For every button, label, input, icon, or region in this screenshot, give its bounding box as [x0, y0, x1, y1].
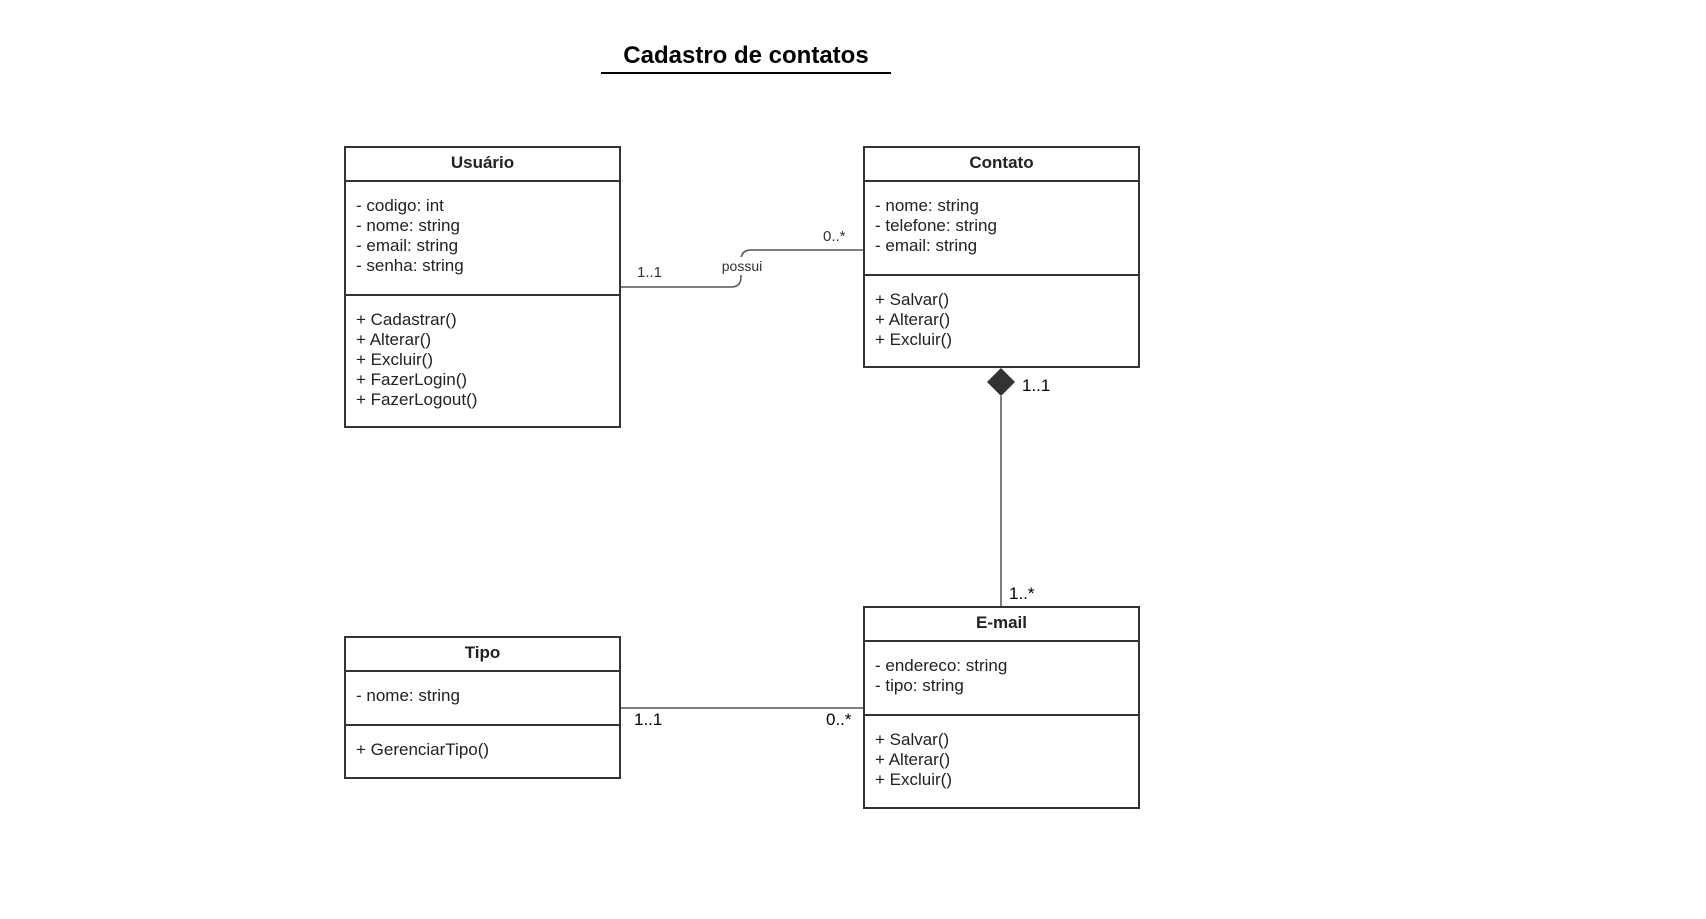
attribute: - nome: string [356, 686, 460, 705]
multiplicity-usuario-contato-source: 1..1 [637, 264, 663, 281]
attribute: - nome: string [356, 216, 460, 235]
composition-diamond [987, 368, 1015, 396]
method: + Alterar() [356, 330, 432, 349]
method: + Alterar() [875, 310, 951, 329]
class-tipo-methods: + GerenciarTipo() [346, 726, 619, 760]
class-contato-name: Contato [865, 148, 1138, 182]
association-label-possui: possui [722, 258, 762, 274]
class-contato-methods: + Salvar() + Alterar() + Excluir() [865, 276, 1138, 350]
class-usuario[interactable]: Usuário - codigo: int - nome: string - e… [344, 146, 621, 428]
multiplicity-tipo-email-target: 0..* [826, 710, 852, 729]
attribute: - tipo: string [875, 676, 964, 695]
class-tipo-name: Tipo [346, 638, 619, 672]
method: + Excluir() [875, 770, 952, 789]
class-email-name: E-mail [865, 608, 1138, 642]
multiplicity-usuario-contato-target: 0..* [823, 228, 846, 245]
class-usuario-methods: + Cadastrar() + Alterar() + Excluir() + … [346, 296, 619, 410]
method: + FazerLogout() [356, 390, 478, 409]
class-usuario-attributes: - codigo: int - nome: string - email: st… [346, 182, 619, 296]
attribute: - telefone: string [875, 216, 997, 235]
method: + FazerLogin() [356, 370, 468, 389]
diagram-title: Cadastro de contatos [601, 40, 891, 74]
method: + Salvar() [875, 730, 950, 749]
class-email[interactable]: E-mail - endereco: string - tipo: string… [863, 606, 1140, 809]
attribute: - codigo: int [356, 196, 444, 215]
class-usuario-name: Usuário [346, 148, 619, 182]
method: + GerenciarTipo() [356, 740, 490, 759]
class-contato-attributes: - nome: string - telefone: string - emai… [865, 182, 1138, 276]
class-tipo[interactable]: Tipo - nome: string + GerenciarTipo() [344, 636, 621, 779]
method: + Excluir() [356, 350, 433, 369]
association-label-bg [720, 257, 766, 275]
multiplicity-tipo-email-source: 1..1 [634, 710, 663, 729]
class-contato[interactable]: Contato - nome: string - telefone: strin… [863, 146, 1140, 368]
class-tipo-attributes: - nome: string [346, 672, 619, 726]
method: + Alterar() [875, 750, 951, 769]
method: + Excluir() [875, 330, 952, 349]
method: + Salvar() [875, 290, 950, 309]
multiplicity-contato-email-target: 1..* [1009, 584, 1035, 603]
attribute: - email: string [356, 236, 459, 255]
attribute: - email: string [875, 236, 978, 255]
multiplicity-contato-email-source: 1..1 [1022, 376, 1051, 395]
class-email-attributes: - endereco: string - tipo: string [865, 642, 1138, 716]
class-email-methods: + Salvar() + Alterar() + Excluir() [865, 716, 1138, 790]
attribute: - nome: string [875, 196, 979, 215]
attribute: - endereco: string [875, 656, 1008, 675]
attribute: - senha: string [356, 256, 464, 275]
method: + Cadastrar() [356, 310, 457, 329]
